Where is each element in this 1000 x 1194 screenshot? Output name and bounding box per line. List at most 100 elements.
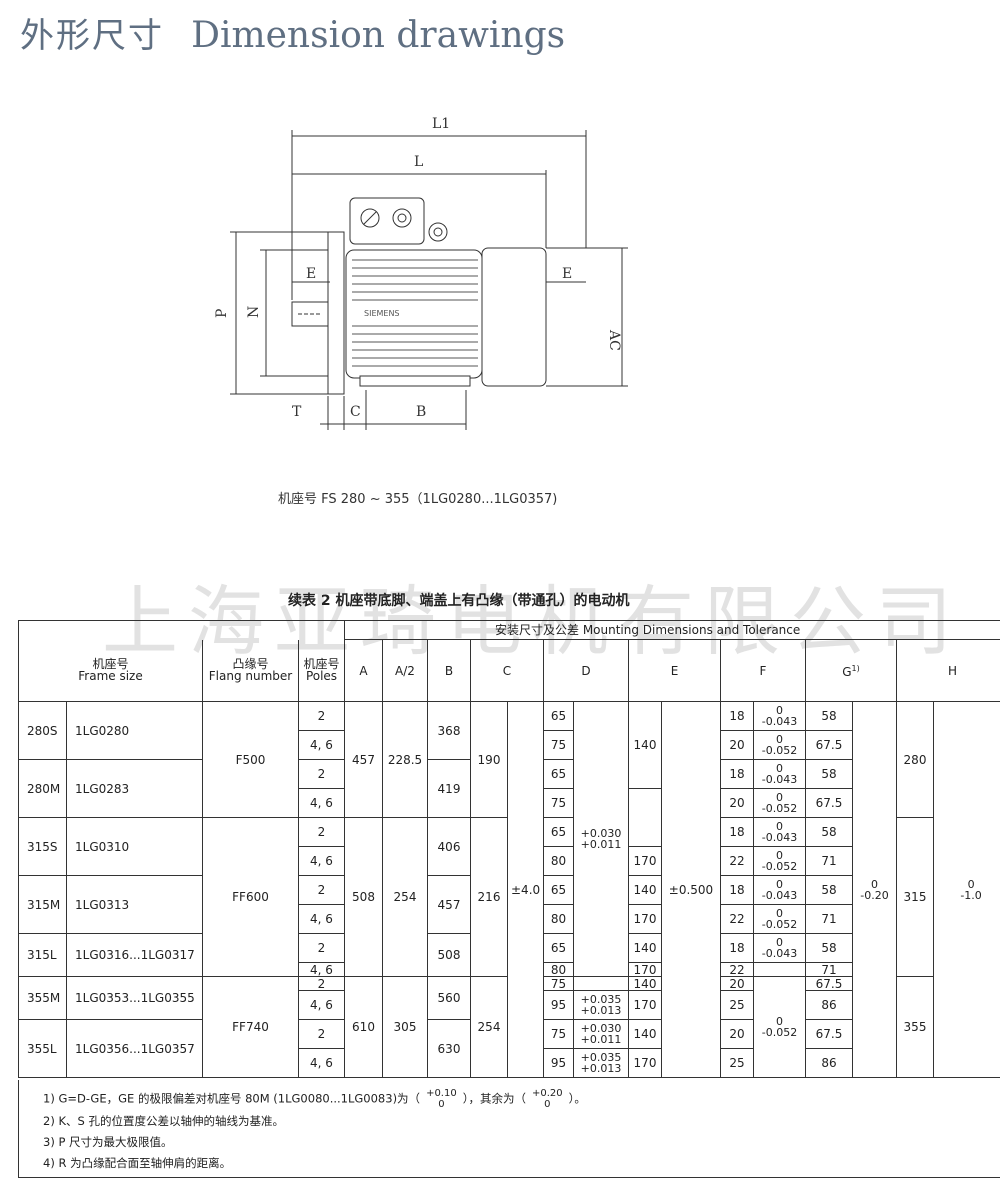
f-tol-bottom: -0.043	[761, 773, 798, 786]
g-tol-top: 0	[871, 877, 878, 891]
G-cell: 67.5	[805, 788, 853, 818]
f-tol-top: 0	[776, 820, 783, 833]
F-cell: 18	[720, 817, 754, 847]
frame-size-cell: 355M	[18, 976, 67, 1020]
G-cell: 71	[805, 962, 853, 977]
poles-cell: 4, 6	[298, 990, 345, 1020]
flange-header: 凸缘号 Flang number	[202, 639, 299, 702]
d-tol-up: +0.030	[580, 827, 622, 840]
dim-label-E-left: E	[306, 266, 316, 282]
F-cell: 20	[720, 976, 754, 991]
footnote-3: 3) P 尺寸为最大极限值。	[43, 1135, 173, 1149]
D-cell: 80	[543, 962, 574, 977]
B-cell: 560	[427, 976, 471, 1020]
frame-size-cell: 280M	[18, 759, 67, 818]
A-cell: 457	[344, 701, 383, 818]
f-tol-top: 0	[776, 762, 783, 775]
G-cell: 58	[805, 875, 853, 905]
poles-cell: 2	[298, 1019, 345, 1049]
frame-size-cell: 315S	[18, 817, 67, 876]
header-G-text: G	[842, 665, 852, 679]
G-cell: 86	[805, 1048, 853, 1078]
D-tolerance-small: +0.030+0.011	[573, 701, 629, 977]
F-cell: 22	[720, 962, 754, 977]
h-tol-top: 0	[967, 877, 975, 891]
dim-label-T: T	[292, 404, 302, 420]
header-H: H	[895, 639, 1000, 702]
dimension-table: 安装尺寸及公差 Mounting Dimensions and Toleranc…	[18, 620, 1000, 1078]
B-cell: 508	[427, 933, 471, 977]
F-tolerance: 0-0.052	[753, 788, 806, 818]
F-cell: 18	[720, 933, 754, 963]
F-tolerance: 0-0.043	[753, 817, 806, 847]
B-cell: 368	[427, 701, 471, 760]
header-G-sup: 1)	[851, 664, 860, 673]
frac-b-down: 0	[544, 1099, 551, 1110]
E-cell: 140	[628, 875, 662, 905]
F-cell: 20	[720, 788, 754, 818]
D-cell: 65	[543, 875, 574, 905]
header-E: E	[628, 639, 721, 702]
flange-cell: F500	[202, 701, 299, 818]
dim-label-P: P	[214, 309, 230, 318]
G-cell: 58	[805, 933, 853, 963]
D-tolerance-large: +0.035+0.013	[573, 1048, 629, 1078]
footnotes: 1) G=D-GE，GE 的极限偏差对机座号 80M (1LG0080...1L…	[18, 1080, 1000, 1178]
f-tol-bottom: -0.043	[761, 889, 798, 902]
G-cell: 71	[805, 846, 853, 876]
f-tol-top: 0	[776, 791, 783, 804]
footnote-1-mid: ），其余为（	[462, 1091, 526, 1106]
flange-cell: FF600	[202, 817, 299, 977]
F-cell: 20	[720, 1019, 754, 1049]
f-tol-bottom: -0.052	[761, 1026, 798, 1039]
F-tolerance: 0-0.052	[753, 904, 806, 934]
B-cell: 457	[427, 875, 471, 934]
f-tol-top: 0	[776, 936, 783, 949]
d-tol-up: +0.030	[580, 1022, 622, 1035]
poles-cell: 4, 6	[298, 904, 345, 934]
h-tol-bottom: -1.0	[960, 888, 982, 902]
E-cell: 170	[628, 904, 662, 934]
poles-cell: 2	[298, 759, 345, 789]
d-tol-down: +0.011	[580, 1033, 622, 1046]
D-cell: 80	[543, 904, 574, 934]
header-poles-zh: 机座号	[303, 657, 340, 672]
dim-label-B: B	[416, 404, 426, 420]
flange-cell: FF740	[202, 976, 299, 1078]
F-tolerance: 0-0.043	[753, 875, 806, 905]
lifting-eye	[428, 222, 448, 242]
D-cell: 65	[543, 759, 574, 789]
F-cell: 25	[720, 1048, 754, 1078]
motor-feet	[359, 375, 471, 387]
F-cell: 18	[720, 875, 754, 905]
f-tol-bottom: -0.052	[761, 802, 798, 815]
poles-cell: 2	[298, 701, 345, 731]
E-cell: 140	[628, 701, 662, 789]
poles-cell: 4, 6	[298, 846, 345, 876]
poles-cell: 2	[298, 817, 345, 847]
poles-cell: 2	[298, 976, 345, 991]
dim-label-L: L	[414, 154, 423, 170]
frac-b-up: +0.20	[531, 1088, 563, 1099]
C-tolerance: ±4.0	[507, 701, 544, 1078]
D-cell: 95	[543, 990, 574, 1020]
drawing-caption: 机座号 FS 280 ~ 355（1LG0280...1LG0357)	[278, 492, 558, 507]
D-tolerance-small: +0.030+0.011	[573, 1019, 629, 1049]
G-cell: 71	[805, 904, 853, 934]
F-tolerance: 0-0.043	[753, 701, 806, 731]
f-tol-top: 0	[776, 1015, 783, 1028]
E-cell: 170	[628, 962, 662, 977]
header-A: A	[344, 639, 383, 702]
E-cell: 140	[628, 933, 662, 963]
F-tolerance: 0-0.052	[753, 846, 806, 876]
dim-label-AC: AC	[606, 329, 622, 351]
header-frame-zh: 机座号	[92, 657, 129, 672]
dim-label-C: C	[350, 404, 361, 420]
F-cell: 22	[720, 904, 754, 934]
D-tolerance-empty	[573, 976, 629, 991]
H-tolerance: 0-1.0	[932, 701, 1000, 1078]
d-tol-down: +0.011	[580, 838, 622, 851]
type-cell: 1LG0356...1LG0357	[66, 1019, 203, 1078]
